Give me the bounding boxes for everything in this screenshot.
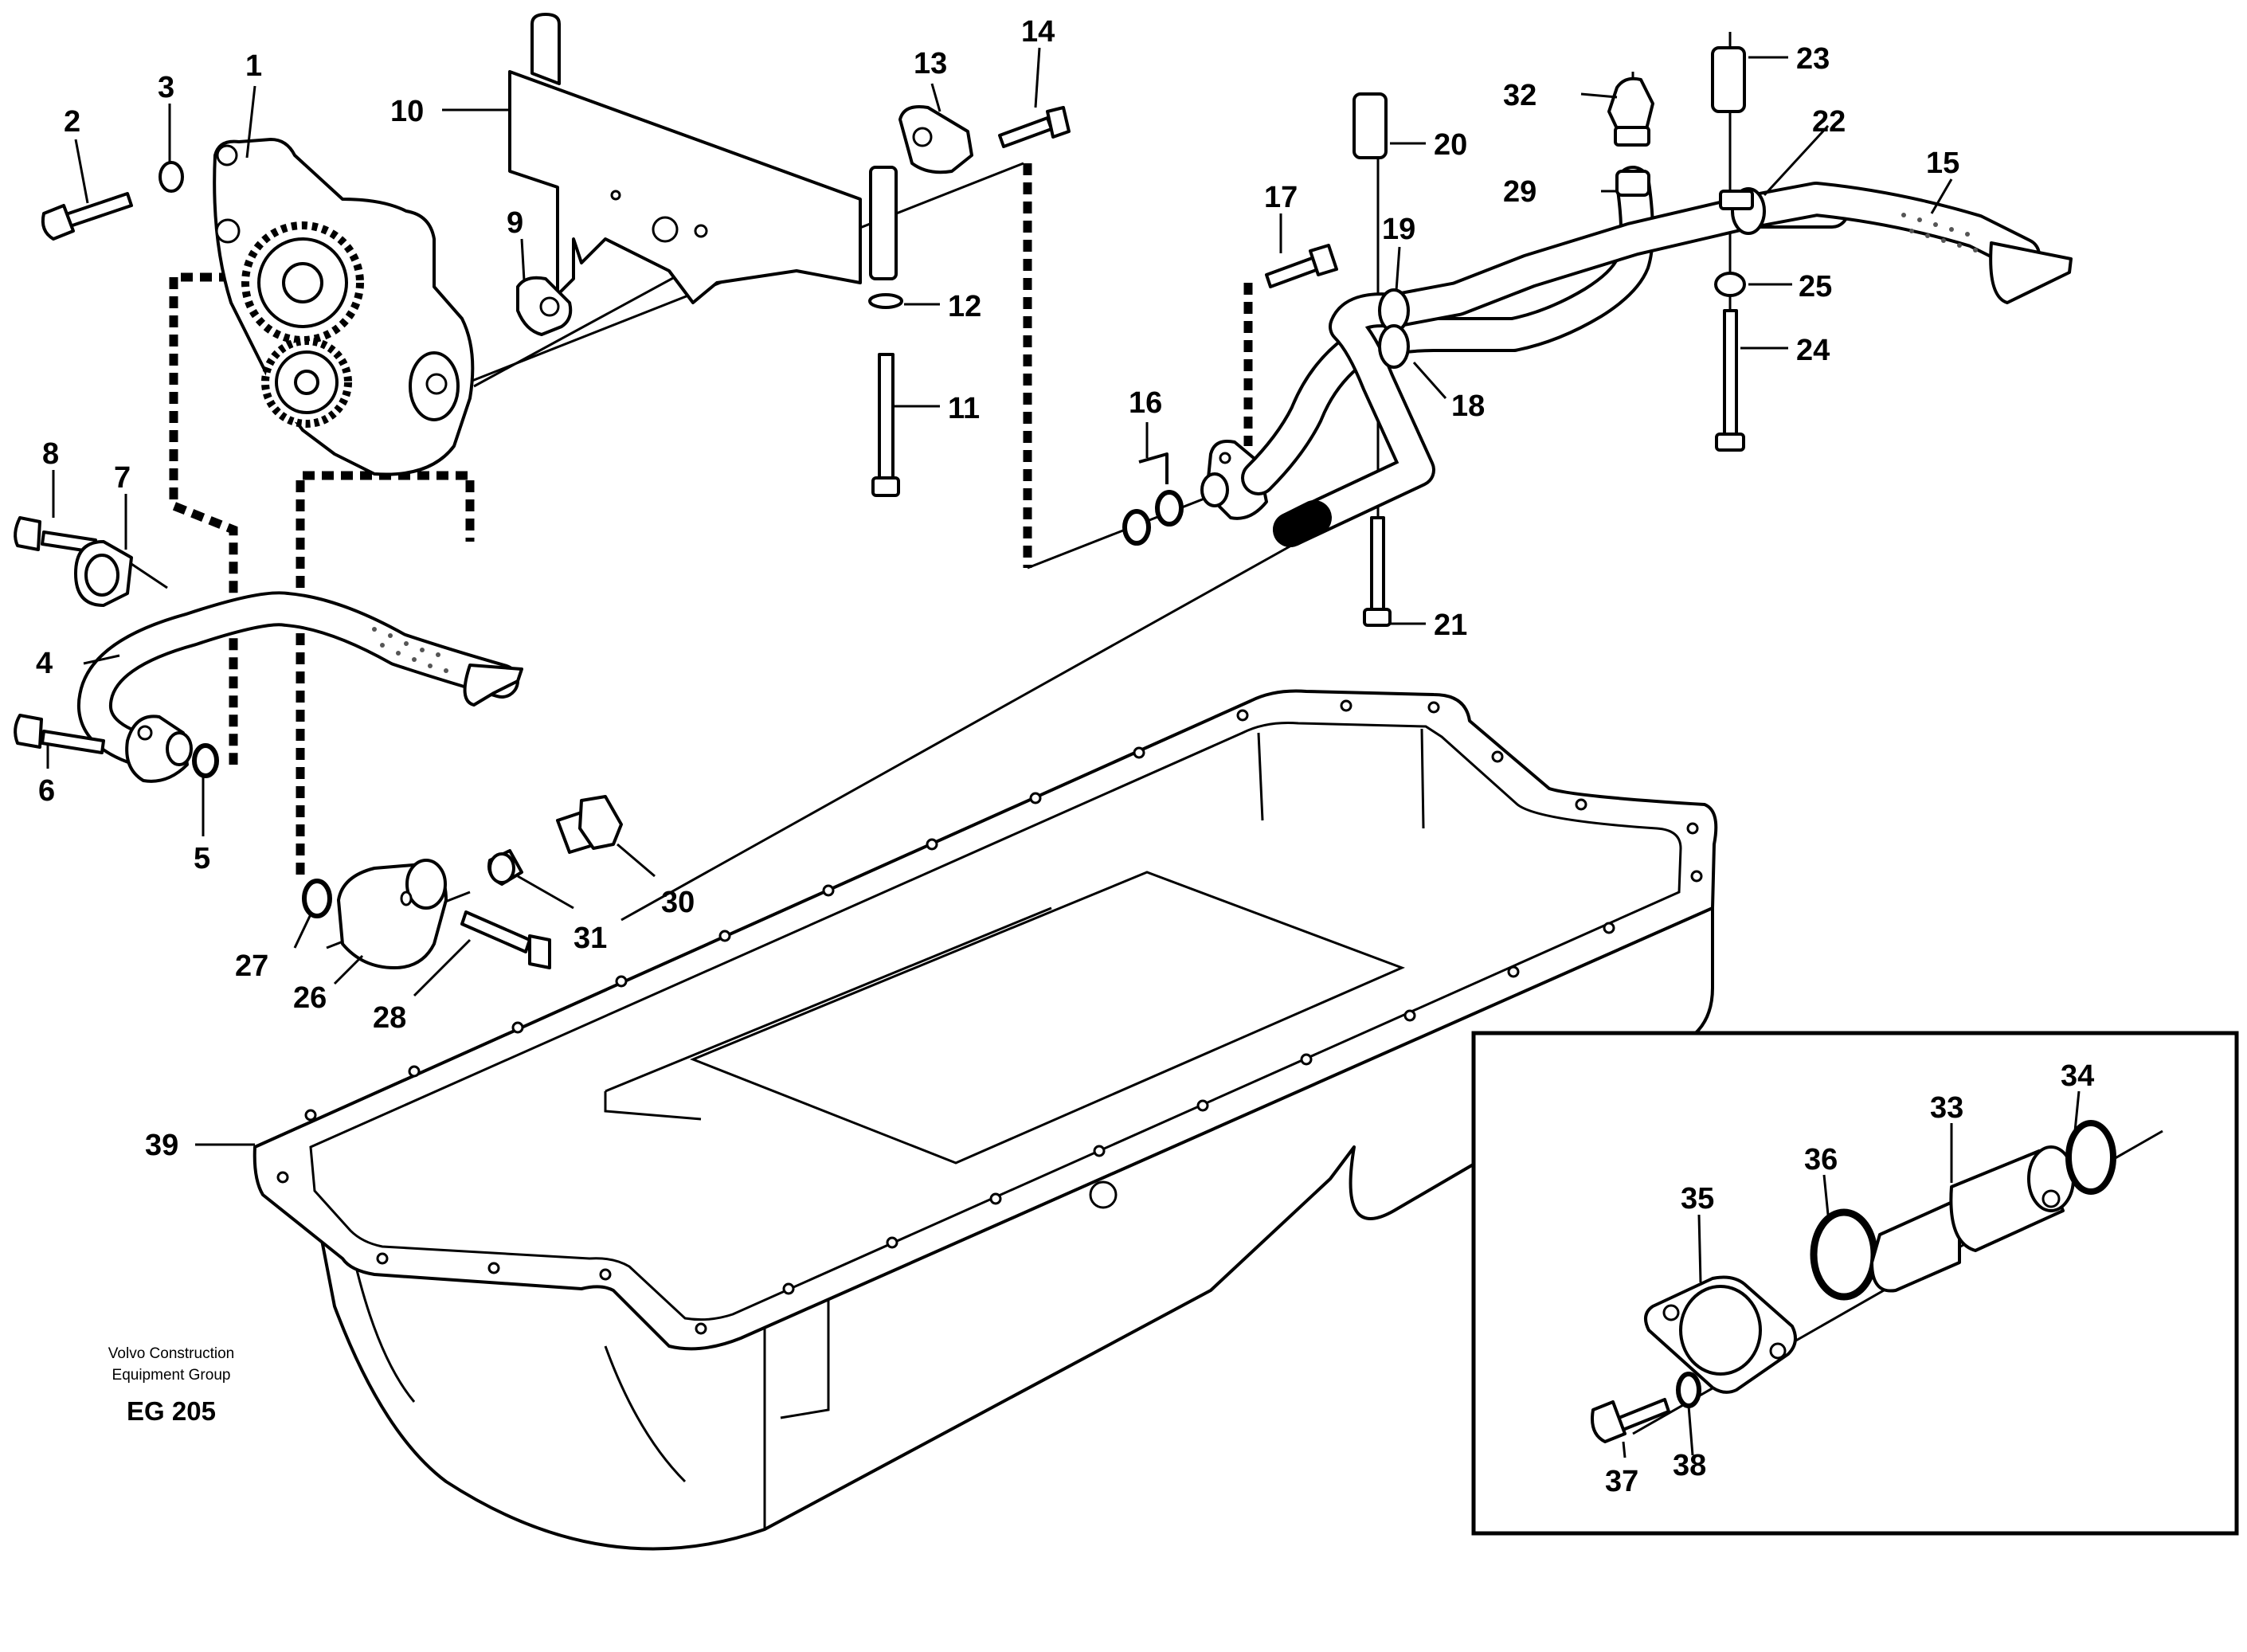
bolt-17 [1265,244,1338,288]
callout-23: 23 [1796,42,1830,76]
bolt-11 [868,166,903,497]
inset-assembly [1591,1120,2163,1443]
callout-19: 19 [1382,213,1415,246]
callout-29: 29 [1503,175,1536,209]
callout-22: 22 [1812,105,1846,139]
pressure-pipe [1241,166,1850,547]
callout-24: 24 [1796,334,1830,367]
oil-sump [252,689,1718,1551]
plug-32 [1607,76,1654,147]
callout-36: 36 [1804,1143,1838,1176]
bolt-8 [14,516,97,554]
callout-27: 27 [235,949,268,983]
callout-26: 26 [293,981,327,1015]
callout-12: 12 [948,290,981,323]
callout-32: 32 [1503,79,1536,112]
callout-25: 25 [1799,270,1832,303]
callout-18: 18 [1451,390,1485,423]
pump-gear-lower [261,337,352,428]
callout-14: 14 [1021,15,1055,49]
strainer-holes-15 [1901,213,1978,252]
callout-6: 6 [38,774,55,808]
callout-20: 20 [1434,128,1467,162]
callout-13: 13 [914,47,947,80]
strainer-pipe-15 [1735,182,2073,304]
seals-16 [1122,452,1184,546]
callout-9: 9 [507,206,523,240]
callout-labels: 1 2 3 4 5 6 7 8 9 10 11 12 13 14 15 16 1… [36,15,2094,1498]
clamp-7 [74,540,133,607]
callout-4: 4 [36,647,53,680]
bolt-28 [460,910,551,969]
callout-21: 21 [1434,609,1467,642]
pipe-end-29 [1615,170,1650,197]
callout-39: 39 [145,1129,178,1162]
adapter-26 [302,859,448,969]
callout-1: 1 [245,49,262,83]
flange-bolt-holes [276,699,1703,1335]
credit-line-2: Equipment Group [112,1367,231,1384]
callout-31: 31 [573,922,607,955]
bracket [508,13,862,336]
washer-25 [1714,272,1746,297]
callout-30: 30 [661,886,695,919]
callout-28: 28 [373,1001,406,1035]
callout-2: 2 [64,105,80,139]
callout-16: 16 [1129,386,1162,420]
credit-line-1: Volvo Construction [108,1345,234,1362]
spacer-20 [1353,92,1388,159]
flange-13 [898,105,973,174]
callout-34: 34 [2061,1059,2094,1093]
bolt-24 [1715,309,1745,452]
callout-37: 37 [1605,1465,1638,1498]
sleeve-31 [487,849,523,886]
callout-10: 10 [390,95,424,128]
suction-pipe-4 [76,591,523,783]
callout-7: 7 [114,461,131,495]
bolt-21 [1363,516,1392,627]
publisher-credit: Volvo Construction Equipment Group EG 20… [108,1345,234,1426]
leader-lines [46,47,2081,1458]
plug-30 [556,795,623,854]
spacer-23 [1711,46,1746,113]
bolt-14 [998,106,1071,148]
bolt-2 [41,161,184,241]
callout-15: 15 [1926,147,1959,180]
pump-gear-upper [241,221,364,344]
strainer-holes [372,627,448,673]
figure-code: EG 205 [127,1396,216,1426]
callout-8: 8 [42,437,59,471]
callout-3: 3 [158,71,174,104]
clamps [1378,187,1766,369]
bolt-6 [14,714,105,754]
callout-33: 33 [1930,1091,1963,1125]
callout-11: 11 [948,392,980,425]
callout-38: 38 [1673,1449,1706,1482]
callout-35: 35 [1681,1182,1714,1216]
callout-5: 5 [194,842,210,875]
oil-pump [213,138,475,476]
callout-17: 17 [1264,181,1298,214]
